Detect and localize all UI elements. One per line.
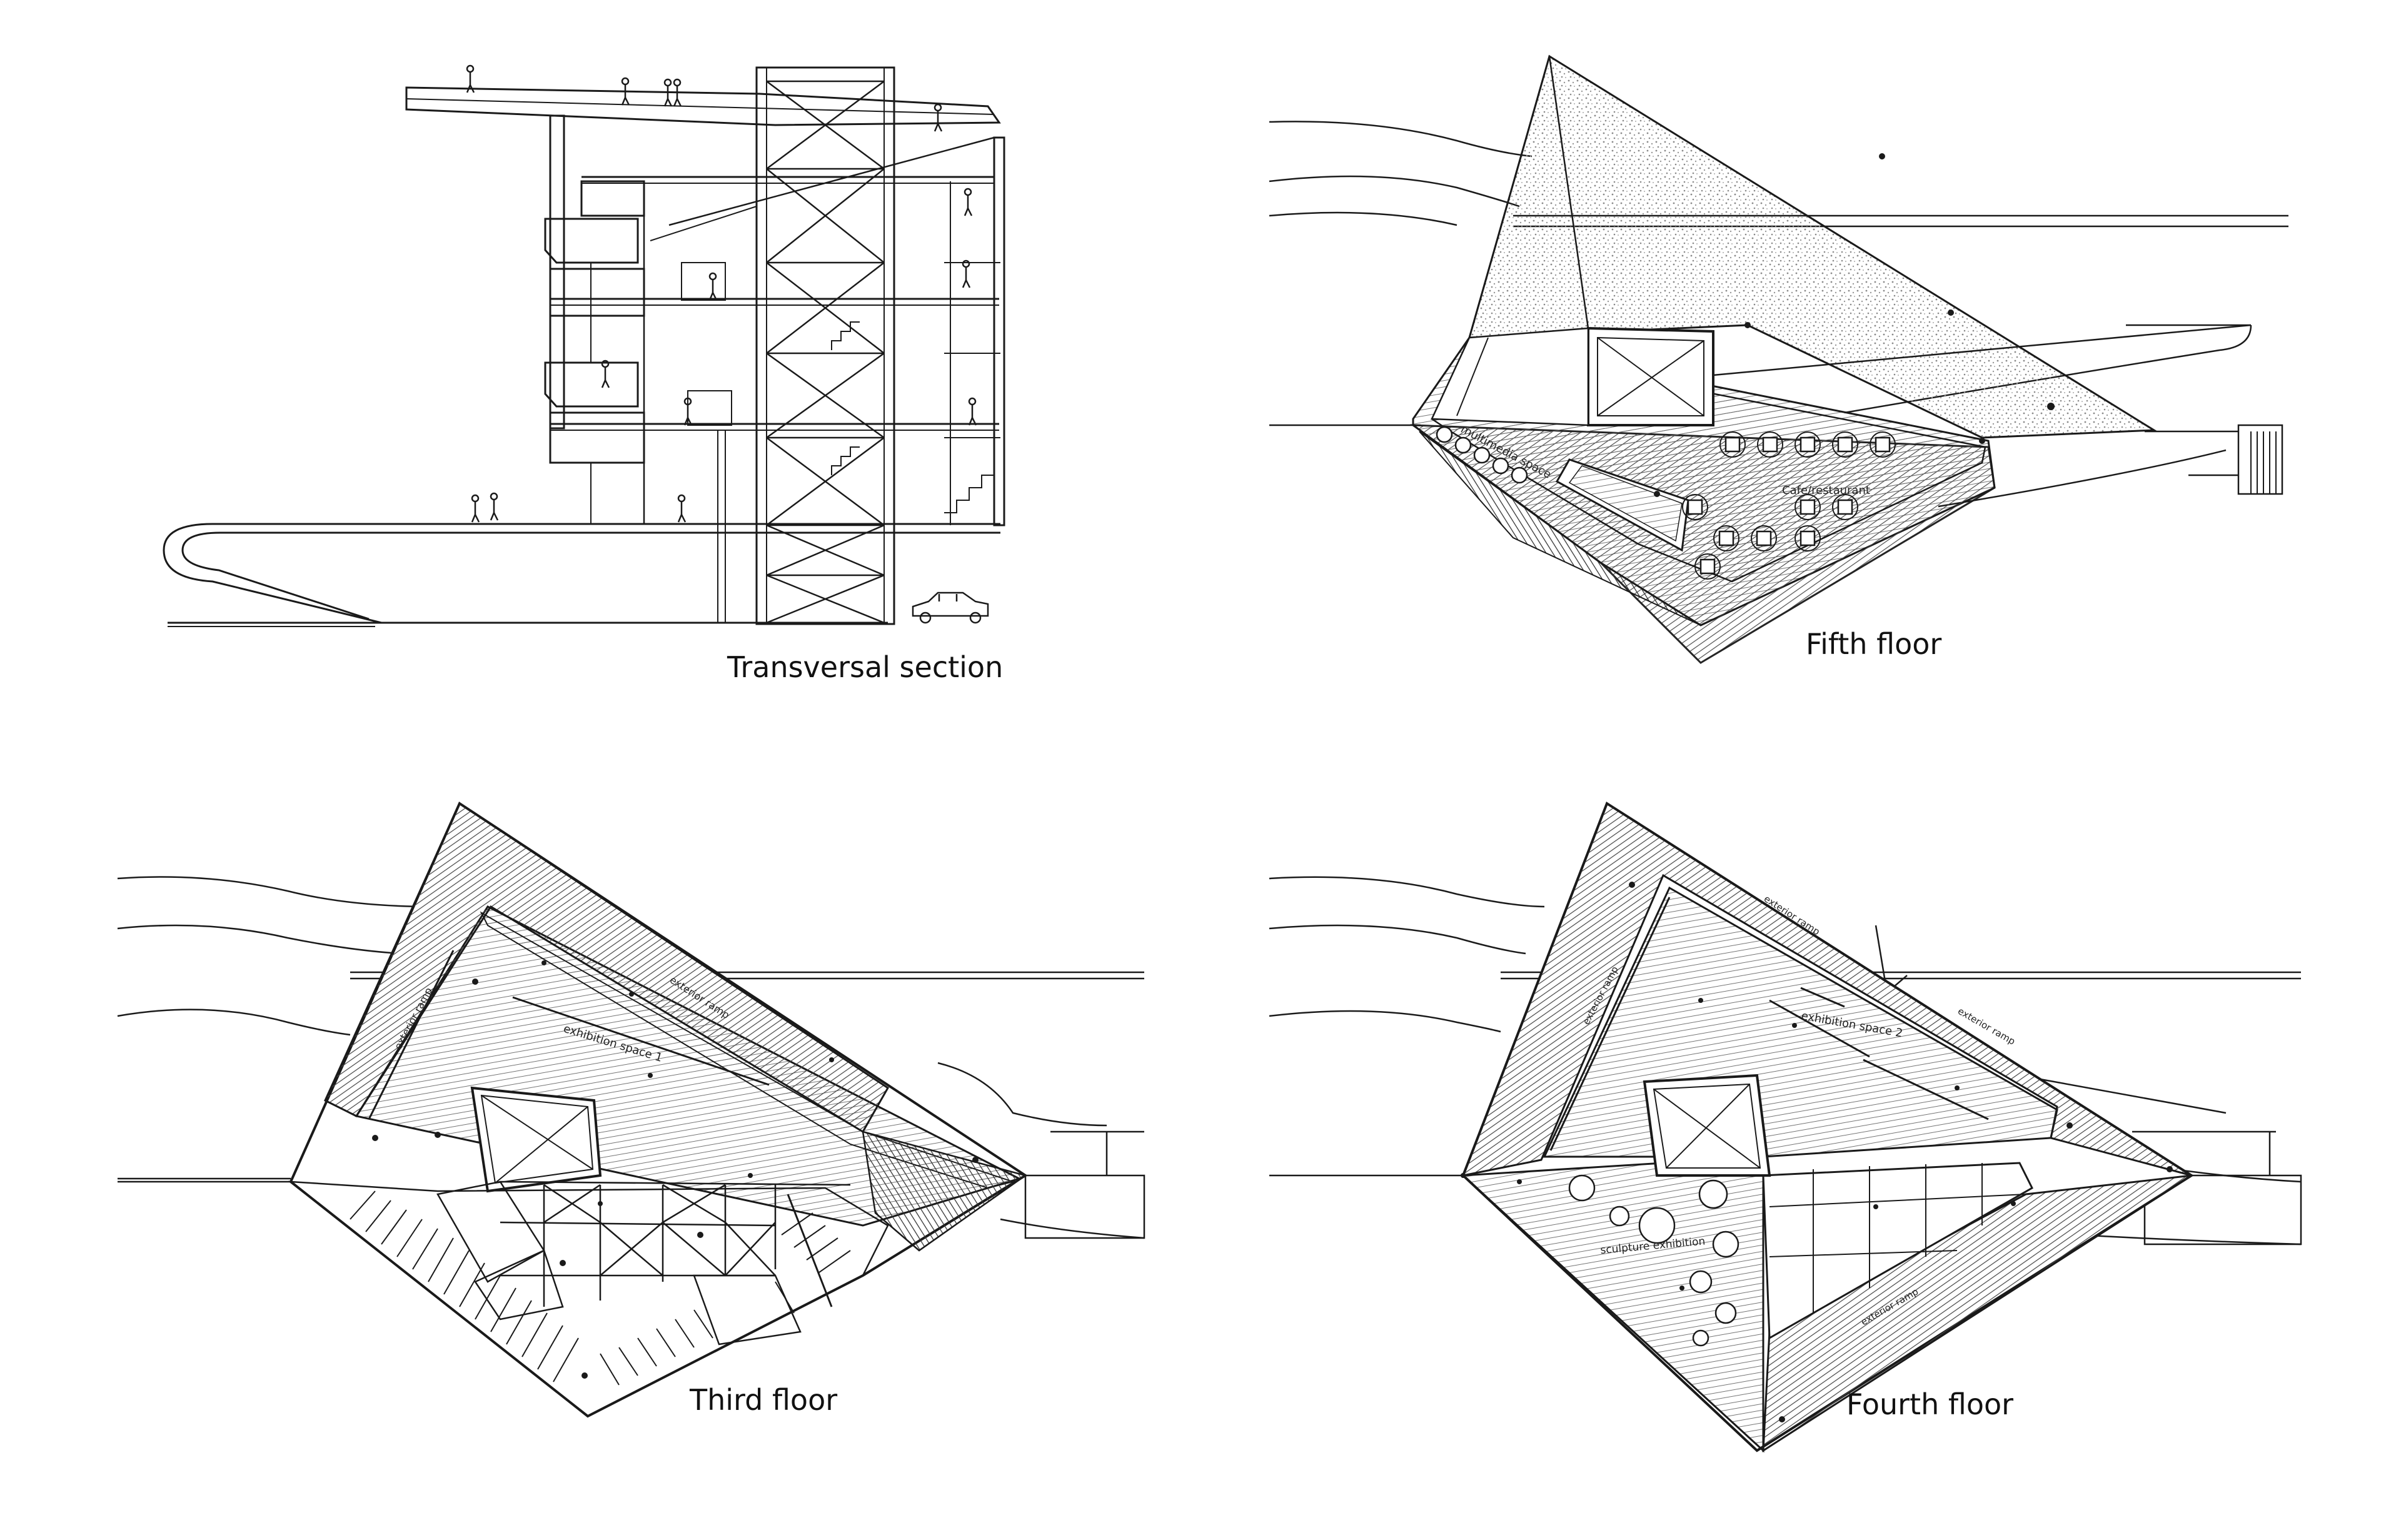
- fifth-floor-plan: multimedia space Cafe/restaurant: [1269, 54, 2288, 664]
- fifth-cafe-label: Cafe/restaurant: [1782, 484, 1870, 497]
- fourth-floor-title: Fourth floor: [1846, 1387, 2014, 1421]
- transversal-section-drawing: [163, 66, 1005, 627]
- sculpture-pedestals: [1568, 1174, 1739, 1347]
- car-icon: [912, 591, 989, 624]
- person-icon: [466, 64, 977, 523]
- cafe-tables: [1687, 436, 1891, 575]
- third-floor-title: Third floor: [690, 1383, 838, 1417]
- fourth-floor-plan: exhibition space 2 exterior ramp exterio…: [1269, 802, 2302, 1453]
- transversal-section-title: Transversal section: [727, 650, 1004, 684]
- third-floor-plan: exhibition space 1 exterior ramp exterio…: [117, 802, 1145, 1418]
- fifth-floor-title: Fifth floor: [1806, 627, 1942, 661]
